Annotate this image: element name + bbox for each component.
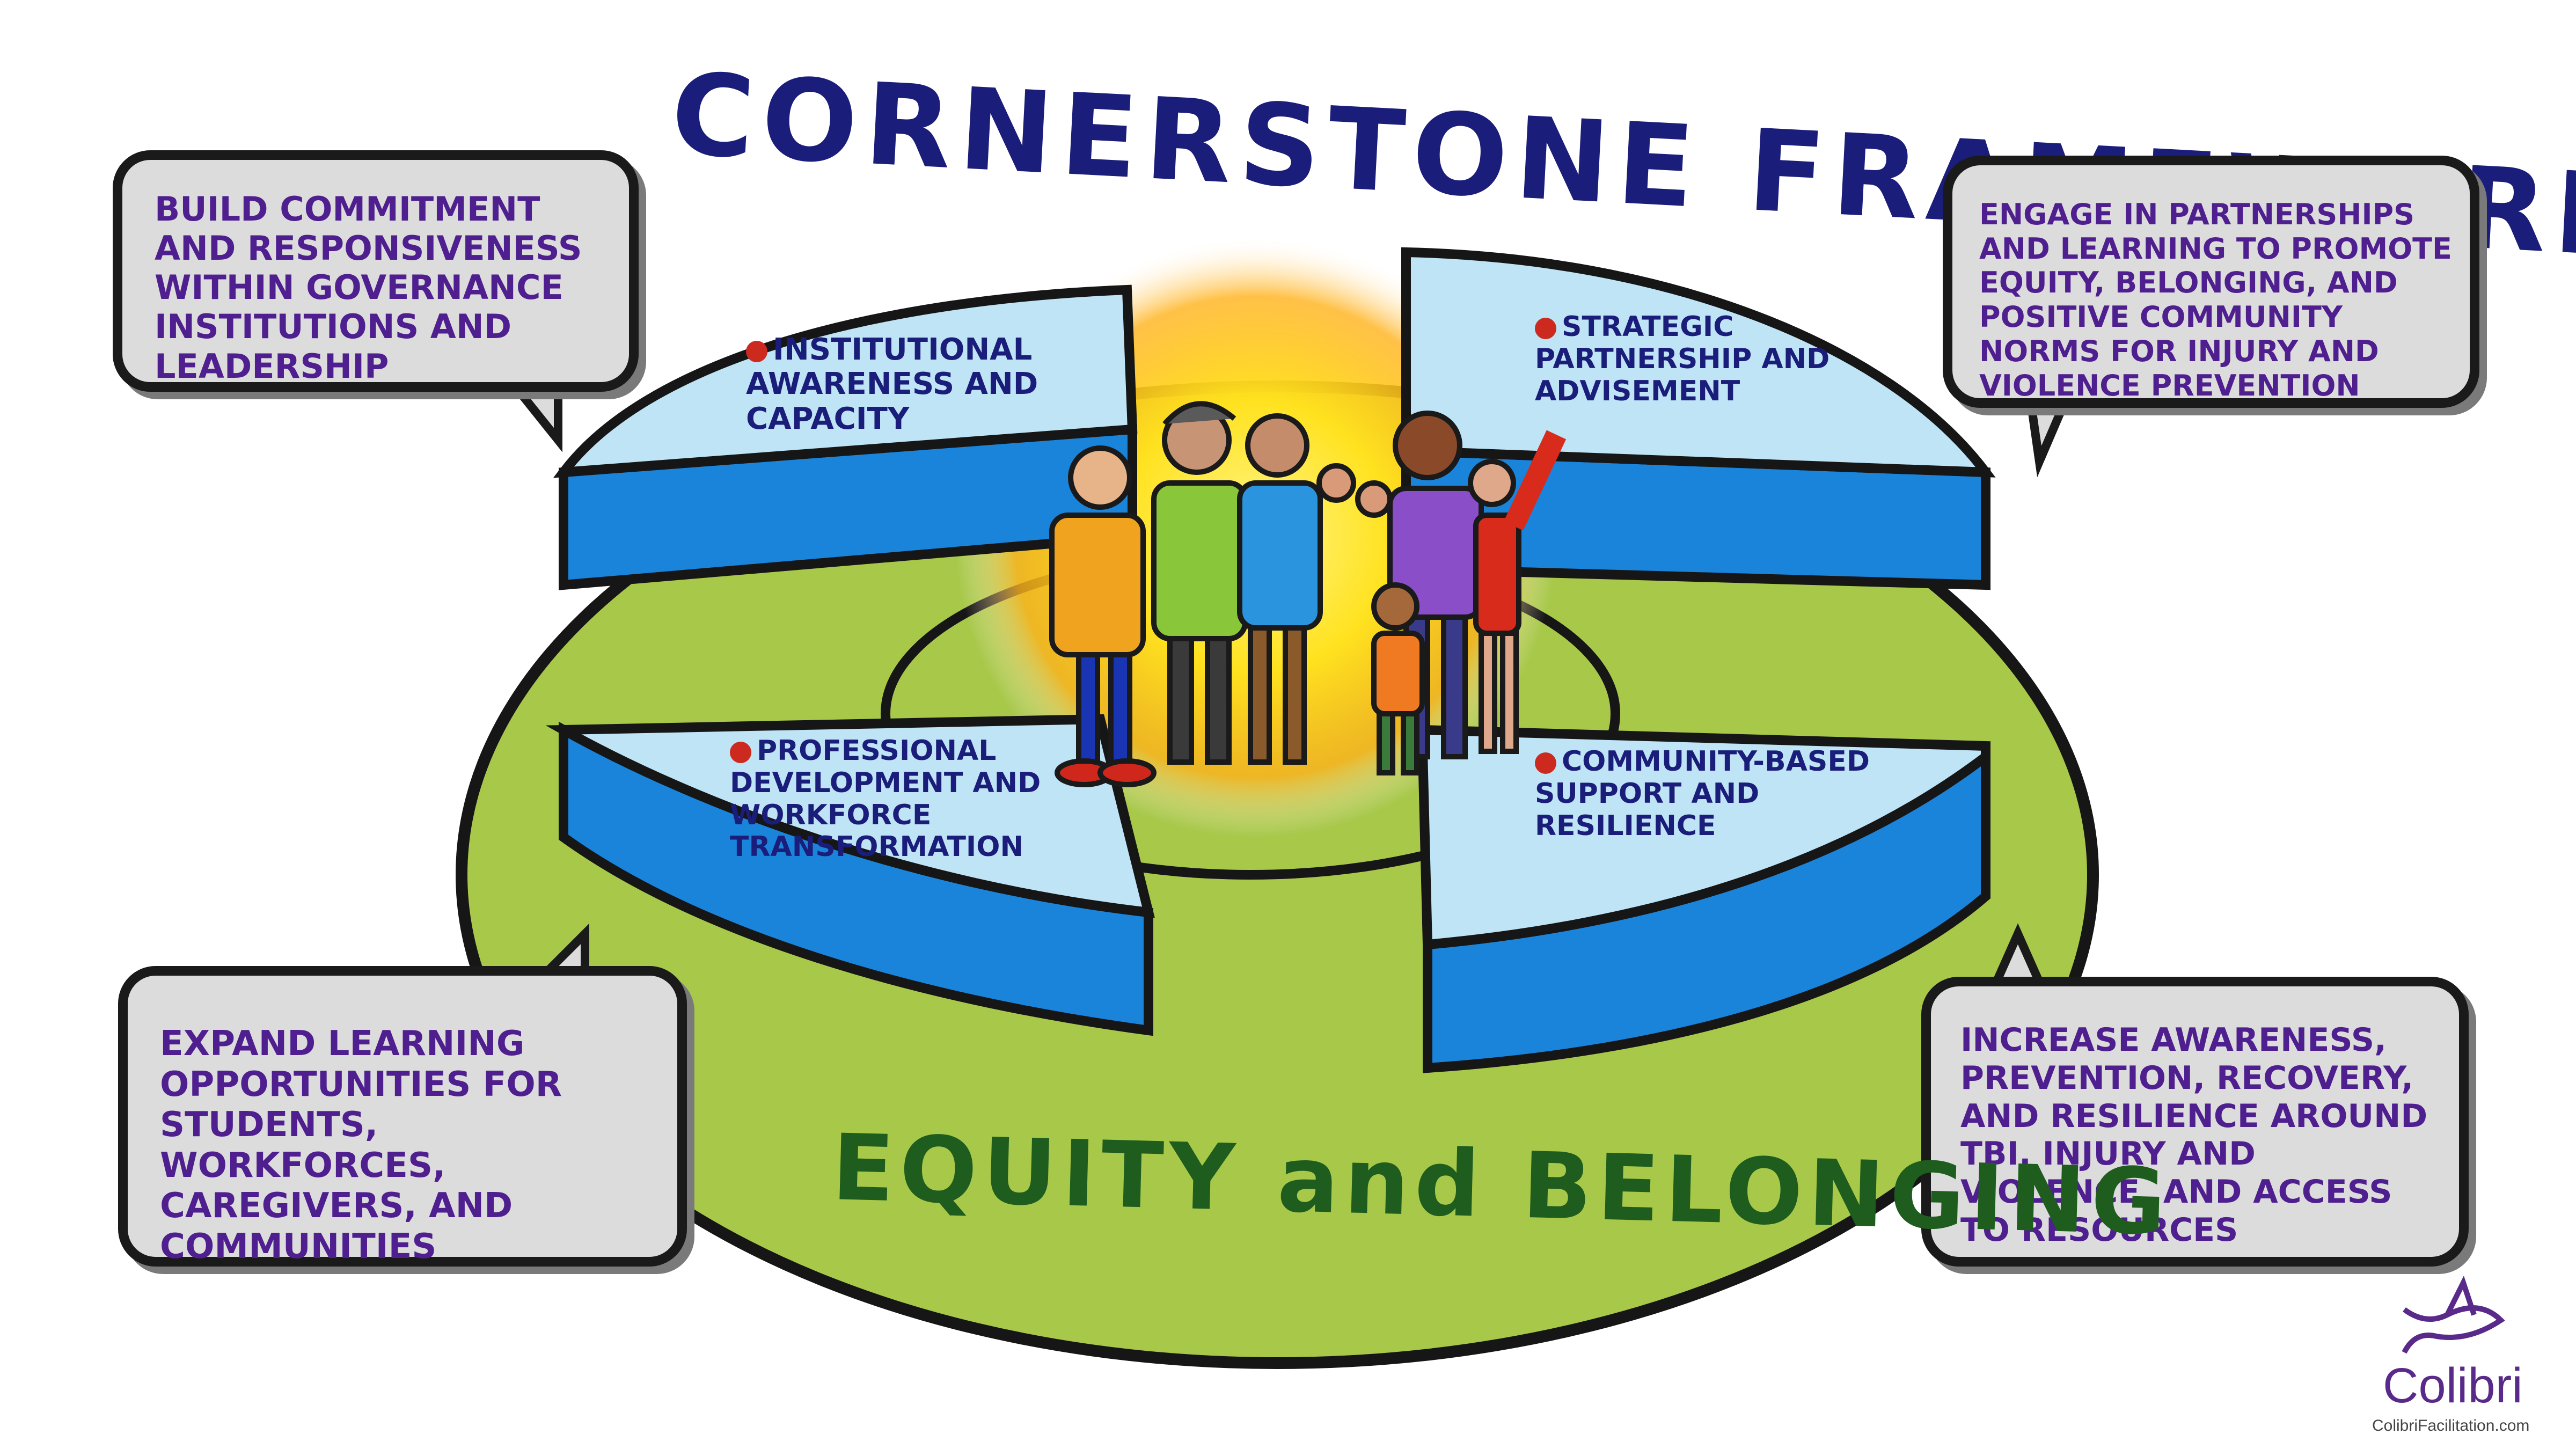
- segment-bullet-top-right: [1535, 318, 1556, 339]
- segment-bottom-right-shape: [1417, 724, 1990, 1073]
- segment-bullet-top-left: [746, 340, 767, 362]
- segment-label-text: PROFESSIONAL DEVELOPMENT and WORKFORCE T…: [730, 735, 1041, 863]
- callout-bottom-right: INCREASE AWARENESS, PREVENTION, RECOVERY…: [1921, 977, 2469, 1267]
- segment-top-left-shape: [553, 284, 1138, 590]
- segment-bottom-left-shape: [545, 714, 1155, 1036]
- segment-label-text: STRATEGIC PARTNERSHIP and ADVISEMENT: [1535, 311, 1830, 407]
- segment-label-text: COMMUNITY-BASED SUPPORT and RESILIENCE: [1535, 745, 1870, 842]
- segment-bullet-bottom-left: [730, 742, 751, 763]
- people-group: [1049, 401, 1567, 787]
- callout-top-right-text: ENGAGE IN PARTNERSHIPS and LEARNING TO P…: [1979, 197, 2452, 402]
- colibri-logo-url: ColibriFacilitation.com: [2372, 1417, 2530, 1435]
- colibri-bird-icon: [2402, 1275, 2505, 1354]
- segment-label-top-left: INSTITUTIONAL AWARENESS and CAPACITY: [746, 332, 1046, 436]
- segment-label-text: INSTITUTIONAL AWARENESS and CAPACITY: [746, 332, 1038, 436]
- segment-label-bottom-left: PROFESSIONAL DEVELOPMENT and WORKFORCE T…: [730, 735, 1148, 863]
- segment-bullet-bottom-right: [1535, 752, 1556, 774]
- callout-bottom-left: EXPAND LEARNING OPPORTUNITIES FOR STUDEN…: [118, 966, 687, 1267]
- callout-bottom-left-text: EXPAND LEARNING OPPORTUNITIES FOR STUDEN…: [160, 1024, 562, 1267]
- callout-top-left: BUILD COMMITMENT and RESPONSIVENESS WITH…: [113, 150, 639, 392]
- callout-bottom-right-text: INCREASE AWARENESS, PREVENTION, RECOVERY…: [1960, 1021, 2428, 1249]
- segment-label-bottom-right: COMMUNITY-BASED SUPPORT and RESILIENCE: [1535, 745, 1921, 842]
- callout-top-right: ENGAGE IN PARTNERSHIPS and LEARNING TO P…: [1943, 156, 2479, 408]
- colibri-logo-word: Colibri: [2383, 1358, 2523, 1413]
- callout-top-left-text: BUILD COMMITMENT and RESPONSIVENESS WITH…: [155, 189, 582, 386]
- segment-label-top-right: STRATEGIC PARTNERSHIP and ADVISEMENT: [1535, 311, 1835, 407]
